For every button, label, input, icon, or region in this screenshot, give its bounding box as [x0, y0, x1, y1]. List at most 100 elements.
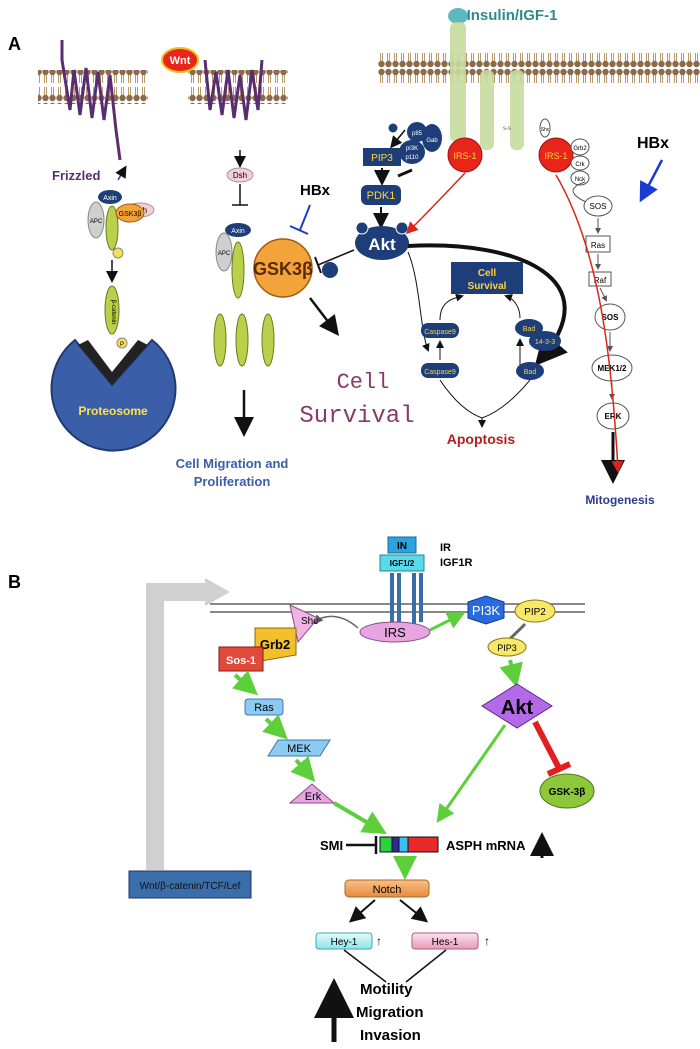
sos-node-b	[594, 303, 626, 331]
irs-node	[359, 621, 431, 643]
pi3k-node-b	[467, 595, 505, 625]
dsh-node-middle	[226, 167, 254, 183]
in-label: IN	[397, 541, 407, 552]
bad-label-2: Bad	[524, 369, 537, 376]
shc-label-b: Shc	[301, 616, 318, 627]
phospho-marker-left-2	[116, 337, 128, 349]
asph-label: ASPH mRNA	[446, 838, 526, 853]
mek12-node	[591, 354, 633, 382]
hes1-up-arrow: ↑	[484, 934, 490, 948]
asph-segment-navy	[391, 836, 400, 853]
hes1-box	[411, 932, 479, 950]
insulin-label: Insulin/IGF-1	[467, 7, 558, 24]
asph-segment-red	[407, 836, 439, 853]
phospho-akt-1	[355, 221, 369, 235]
crk-node	[570, 155, 590, 171]
membrane-left	[38, 70, 148, 104]
phospho-gsk	[322, 262, 338, 278]
pi3k-label-b: PI3K	[472, 603, 501, 618]
gsk3b-node-big	[253, 238, 313, 298]
pdk1-label: PDK1	[367, 190, 396, 202]
pi3k-node-a	[399, 140, 425, 164]
caspase9-box	[421, 363, 459, 378]
akt-node-b	[481, 683, 553, 729]
bad-node	[516, 362, 544, 380]
sos-node-a	[583, 195, 613, 217]
gab-label: Gab	[426, 138, 438, 144]
akt-label-b: Akt	[501, 697, 534, 719]
nck-label: Nck	[575, 177, 586, 183]
sos1-label: Sos-1	[226, 655, 256, 667]
raf-label: Raf	[594, 276, 607, 285]
mitogenesis-label: Mitogenesis	[585, 493, 655, 507]
migration-label: Migration	[356, 1004, 424, 1021]
pip3-node-b	[487, 637, 527, 657]
phospho-pi3k	[387, 122, 399, 134]
caspase9-label-2: Caspase9	[424, 369, 456, 376]
wnt-catenin-label: Wnt/β-catenin/TCF/Lef	[140, 881, 241, 892]
panel-a-label: A	[8, 34, 21, 54]
wnt-label: Wnt	[170, 55, 191, 67]
insulin-receptor-stalk-3	[510, 70, 524, 150]
phospho-label-left: P	[120, 342, 124, 348]
ir-label: IR	[440, 542, 451, 554]
irs-label: IRS	[384, 625, 406, 640]
beta-catenin-free-left	[104, 285, 120, 335]
erk-node-b	[288, 783, 336, 804]
irs1-label-1: IRS-1	[453, 151, 476, 161]
in-box	[387, 536, 417, 554]
panel-b-label: B	[8, 572, 21, 592]
phospho-akt-2	[395, 221, 409, 235]
irs1-label-2: IRS-1	[544, 151, 567, 161]
axin-label-middle: Axin	[231, 228, 245, 235]
wnt-catenin-box	[128, 870, 252, 899]
grb2-node-a	[570, 138, 590, 156]
irs1-node-1	[447, 137, 483, 173]
asph-segment-green	[379, 836, 393, 853]
igf12-box	[379, 554, 425, 572]
proliferation-label: Proliferation	[194, 474, 271, 489]
cell-survival-text-1: Cell	[337, 370, 390, 395]
panel-b: B IN IGF1/2 IR IGF1R IRS Shc Grb2 Sos-1 …	[8, 536, 595, 1044]
proteosome	[50, 338, 177, 452]
cell-survival-box	[451, 262, 523, 294]
pip3-box-a	[363, 148, 401, 166]
beta-catenin-label-left: β-catenin	[110, 300, 116, 325]
sos-label-b: SOS	[602, 313, 620, 322]
crk-label: Crk	[575, 162, 585, 168]
hbx-label-left: HBx	[300, 182, 331, 199]
wnt-node	[161, 47, 199, 73]
hey1-box	[315, 932, 373, 950]
dsh-label-middle: Dsh	[233, 171, 247, 180]
apc-label-left: APC	[90, 219, 103, 225]
pdk1-box	[361, 185, 401, 205]
pip2-label: PIP2	[524, 607, 546, 618]
sos-label-a: SOS	[590, 202, 607, 211]
pip2-node	[514, 599, 556, 623]
ras-label-a: Ras	[591, 241, 605, 250]
beta-catenin-free-2	[235, 313, 249, 367]
insulin-receptor-stalk-1	[450, 22, 466, 142]
proteosome-mouth	[78, 340, 148, 385]
gab-node	[422, 124, 442, 152]
asph-segment-blue	[398, 836, 409, 853]
mek-node-b	[267, 739, 331, 757]
irs1-node-2	[538, 137, 574, 173]
feedback-arrow	[146, 583, 208, 870]
p85-label: p85	[412, 131, 423, 137]
gsk3b-node-left	[115, 203, 145, 223]
caspase9-phospho-box	[421, 323, 459, 338]
p110-label: p110	[406, 155, 420, 161]
hey1-label: Hey-1	[331, 937, 358, 948]
notch-label: Notch	[373, 884, 402, 896]
hbx-label-right: HBx	[637, 135, 669, 152]
akt-label-a: Akt	[368, 235, 396, 254]
cell-migration-label: Cell Migration and	[176, 456, 289, 471]
frizzled-receptor-middle	[203, 59, 264, 121]
mek12-label: MEK1/2	[598, 364, 627, 373]
akt-node-a	[355, 226, 409, 260]
erk-label-b: Erk	[305, 791, 322, 803]
receptor-stalks	[390, 573, 423, 632]
beta-catenin-free-3	[261, 313, 275, 367]
